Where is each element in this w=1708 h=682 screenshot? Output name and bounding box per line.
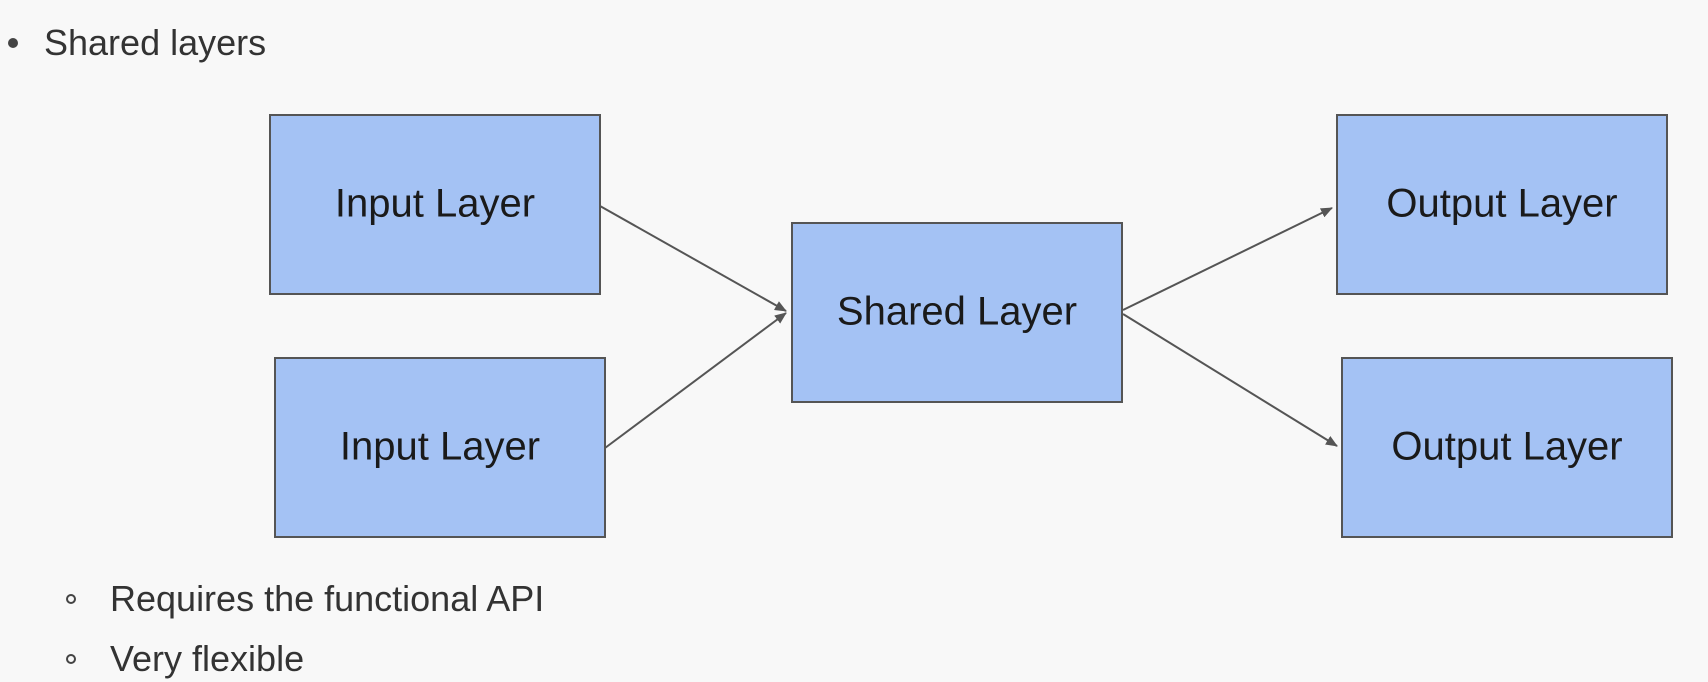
output-layer-node-2-label: Output Layer xyxy=(1391,425,1622,469)
shared-layer-node-label: Shared Layer xyxy=(837,290,1077,334)
edge-input1-to-shared xyxy=(599,205,787,312)
output-layer-node-2: Output Layer xyxy=(1341,357,1673,538)
output-layer-node-1-label: Output Layer xyxy=(1386,182,1617,226)
edge-shared-to-output2 xyxy=(1122,313,1338,447)
bullet-circle-icon xyxy=(66,594,76,604)
bullet-dot-icon xyxy=(8,38,18,48)
shared-layers-list-item: Shared layers xyxy=(8,22,266,64)
sub-item-text: Requires the functional API xyxy=(110,578,545,619)
shared-layer-node: Shared Layer xyxy=(791,222,1123,403)
edge-shared-to-output1 xyxy=(1122,207,1333,311)
shared-layers-heading: Shared layers xyxy=(44,22,267,63)
bullet-circle-icon xyxy=(66,654,76,664)
very-flexible-list-item: Very flexible xyxy=(66,638,304,680)
sub-item-text: Very flexible xyxy=(110,638,305,679)
edge-input2-to-shared xyxy=(604,312,787,449)
input-layer-node-2-label: Input Layer xyxy=(340,425,540,469)
input-layer-node-2: Input Layer xyxy=(274,357,606,538)
requires-functional-api-list-item: Requires the functional API xyxy=(66,578,544,620)
output-layer-node-1: Output Layer xyxy=(1336,114,1668,295)
input-layer-node-1-label: Input Layer xyxy=(335,182,535,226)
input-layer-node-1: Input Layer xyxy=(269,114,601,295)
